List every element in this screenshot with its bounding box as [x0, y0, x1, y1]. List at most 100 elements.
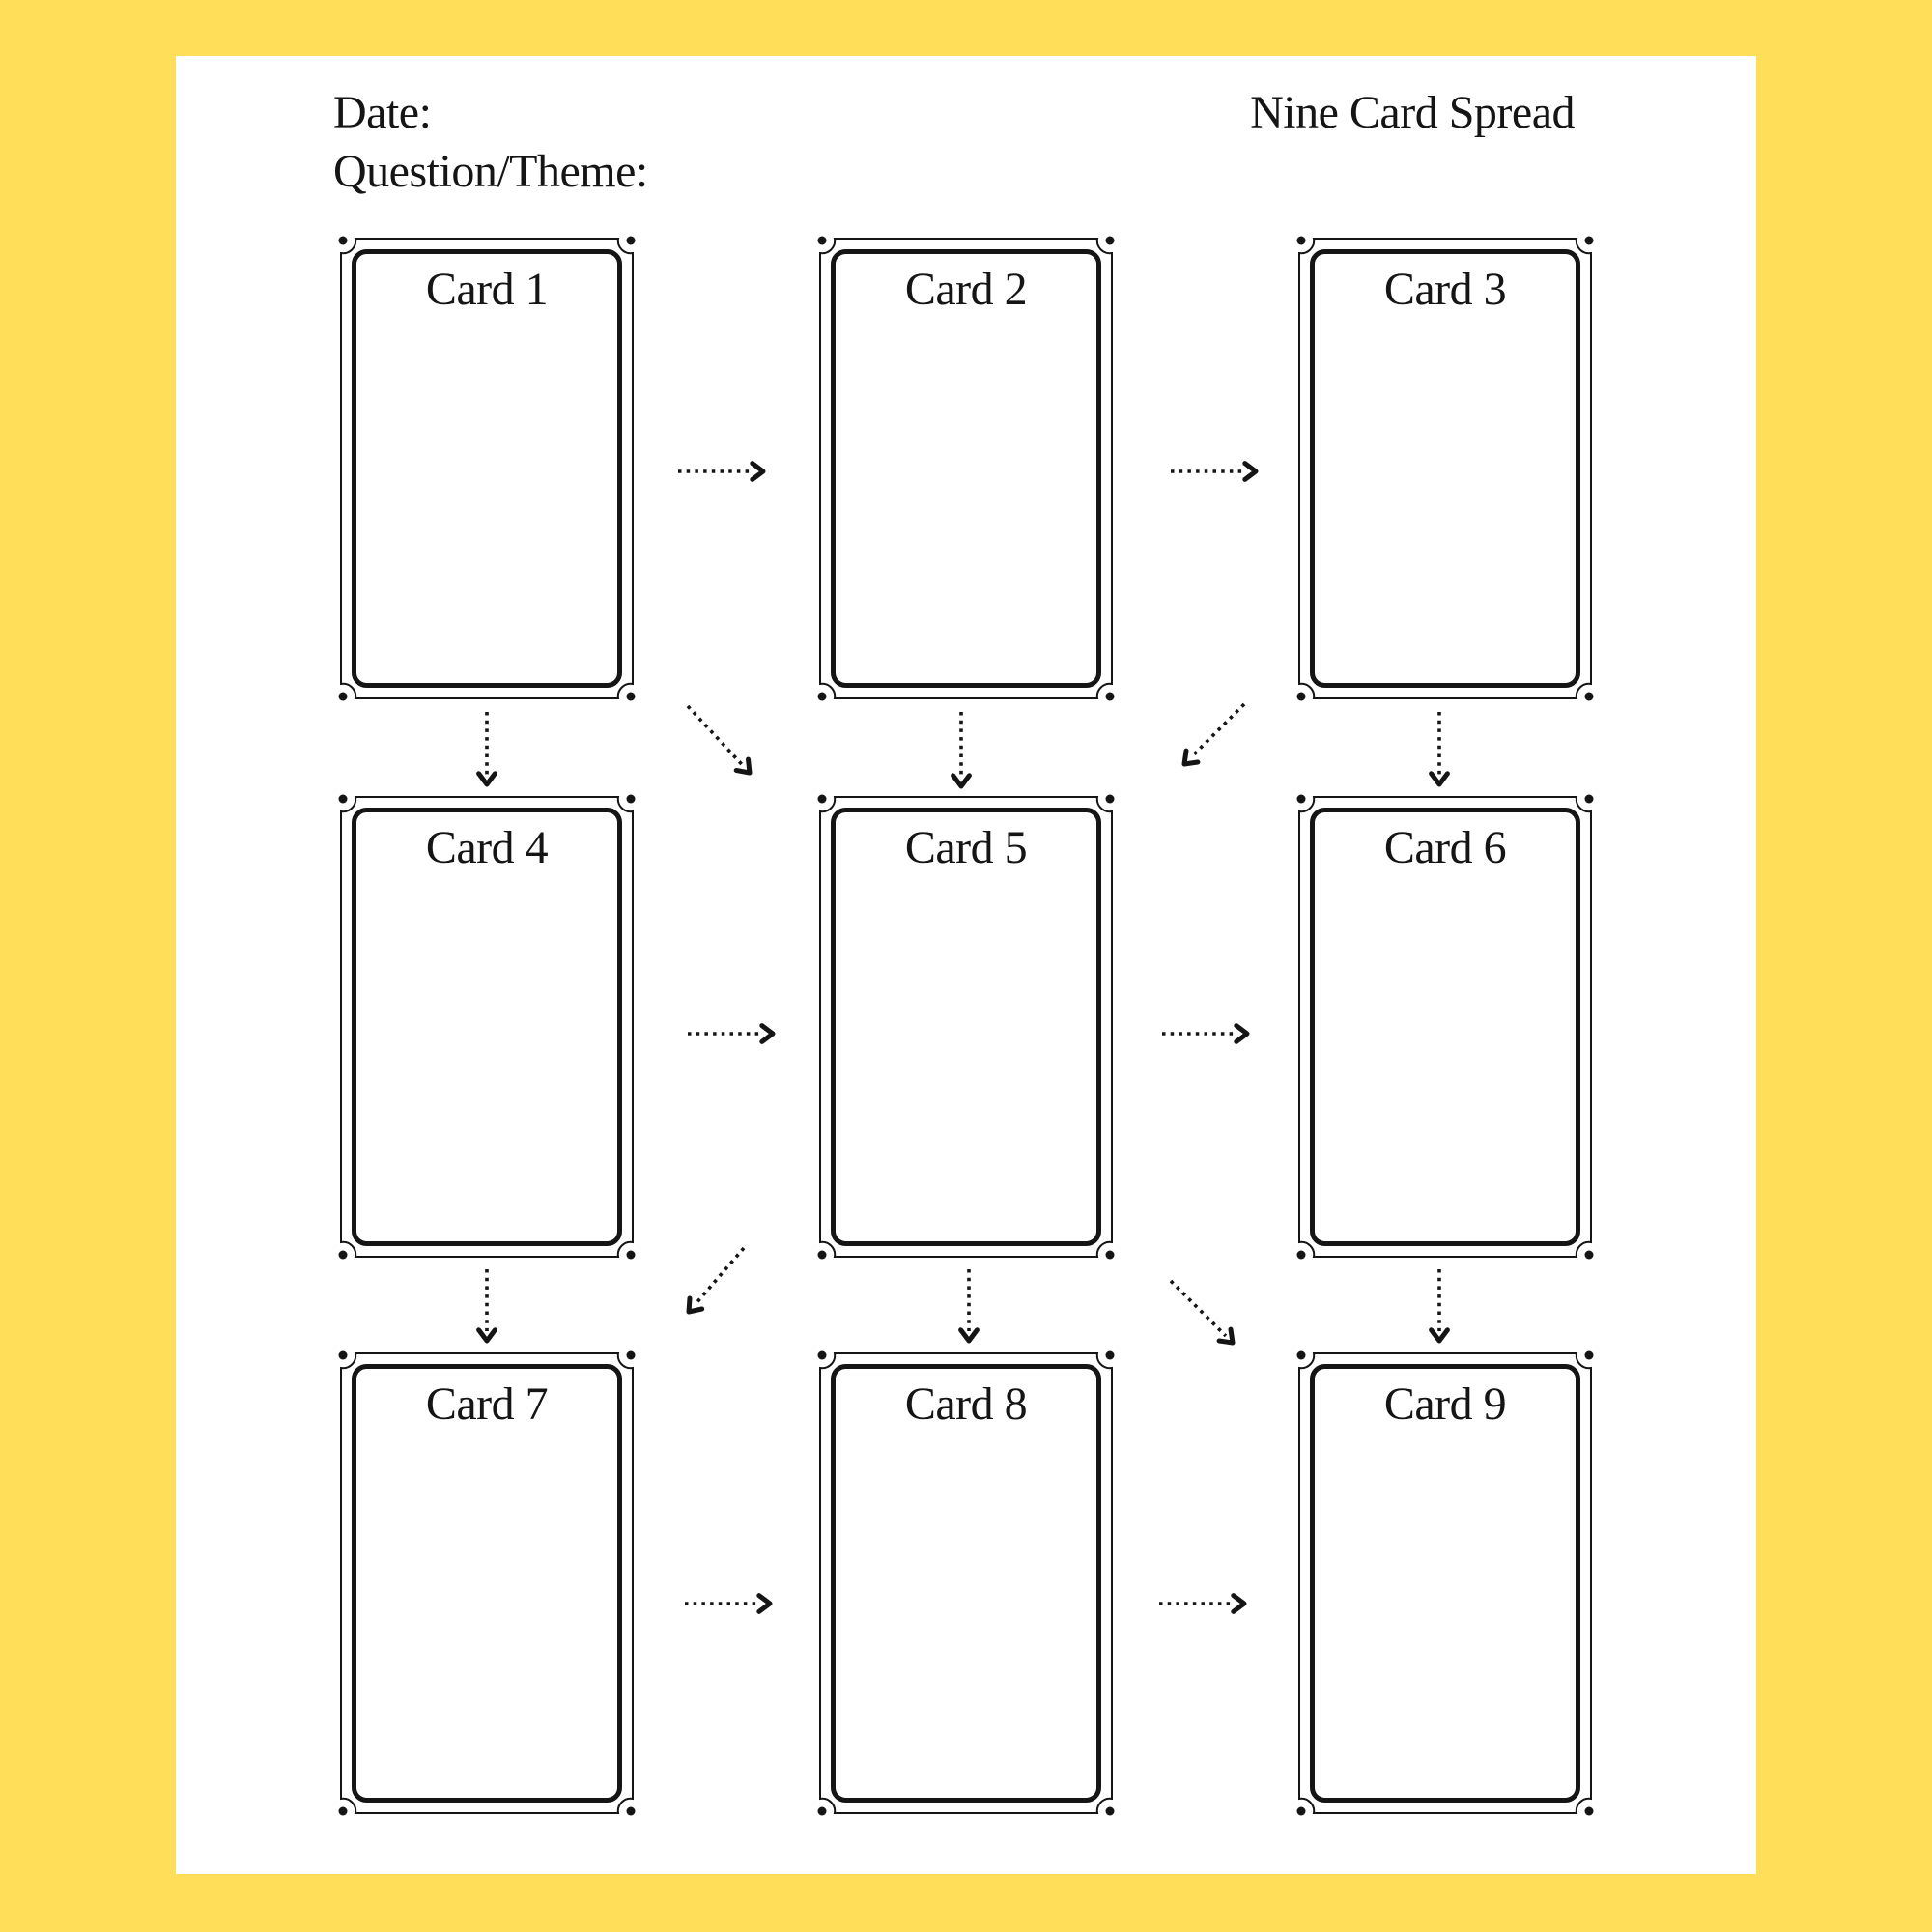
outer-border	[819, 238, 1113, 699]
corner-dot	[1296, 692, 1306, 701]
corner-dot	[1584, 1250, 1594, 1260]
arrowhead	[1429, 771, 1450, 787]
outer-border	[340, 238, 634, 699]
corner-dot	[338, 1350, 348, 1360]
inner-border	[352, 1364, 622, 1803]
card-frame	[338, 236, 636, 701]
card-slot-5: Card 5	[813, 790, 1119, 1264]
arrowhead	[958, 1327, 980, 1344]
arrowhead	[733, 756, 753, 776]
card-label: Card 2	[904, 264, 1028, 315]
card-frame	[817, 794, 1115, 1260]
corner-dot	[1296, 1350, 1306, 1360]
corner-dot	[338, 1250, 348, 1260]
corner-dot	[626, 1250, 636, 1260]
card-frame	[1296, 1350, 1594, 1816]
corner-dot	[1105, 1350, 1115, 1360]
arrow-card5-to-card6	[1162, 1023, 1250, 1044]
corner-dot	[817, 1806, 827, 1816]
inner-border	[831, 249, 1101, 688]
corner-dot	[338, 692, 348, 701]
card-label: Card 1	[425, 264, 549, 315]
corner-dot	[817, 1350, 827, 1360]
inner-border	[1310, 1364, 1580, 1803]
inner-border	[1310, 808, 1580, 1246]
card-frame	[817, 236, 1115, 701]
outer-border	[1298, 238, 1592, 699]
arrowhead	[1429, 1327, 1450, 1344]
corner-dot	[1584, 1806, 1594, 1816]
arrow-card2-to-card3	[1171, 461, 1259, 482]
corner-dot	[626, 692, 636, 701]
card-slot-3: Card 3	[1293, 232, 1598, 705]
arrow-card5-to-card7	[686, 1246, 746, 1315]
arrow-card5-to-card9	[1169, 1279, 1236, 1346]
inner-border	[831, 808, 1101, 1246]
arrow-card1-to-card4	[476, 712, 497, 787]
corner-dot	[1105, 236, 1115, 245]
card-label: Card 9	[1383, 1378, 1507, 1430]
arrowhead	[1234, 1023, 1250, 1044]
arrow-card3-to-card6	[1429, 712, 1450, 787]
worksheet-page: Date: Question/Theme: Nine Card Spread C…	[176, 56, 1756, 1874]
corner-dot	[1105, 1250, 1115, 1260]
arrow-card2-to-card5	[951, 712, 972, 789]
outer-border	[1298, 1352, 1592, 1814]
arrow-card8-to-card9	[1159, 1593, 1247, 1614]
card-label: Card 8	[904, 1378, 1028, 1430]
card-frame	[338, 1350, 636, 1816]
card-label: Card 3	[1383, 264, 1507, 315]
card-slot-8: Card 8	[813, 1347, 1119, 1820]
card-slot-2: Card 2	[813, 232, 1119, 705]
corner-dot	[1584, 236, 1594, 245]
arrow-card7-to-card8	[685, 1593, 773, 1614]
arrowhead	[951, 773, 972, 789]
corner-dot	[1584, 692, 1594, 701]
card-frame	[817, 1350, 1115, 1816]
arrow-card1-to-card2	[678, 461, 766, 482]
question-theme-label: Question/Theme:	[333, 146, 648, 197]
arrow-card4-to-card7	[476, 1269, 497, 1344]
card-label: Card 7	[425, 1378, 549, 1430]
corner-dot	[626, 1350, 636, 1360]
arrows-layer	[476, 461, 1450, 1614]
arrowhead	[1242, 461, 1259, 482]
card-label: Card 6	[1383, 822, 1507, 873]
corner-dot	[1584, 794, 1594, 804]
corner-dot	[626, 236, 636, 245]
corner-dot	[626, 794, 636, 804]
date-label: Date:	[333, 87, 432, 138]
corner-dot	[817, 692, 827, 701]
arrowhead	[686, 1295, 705, 1315]
card-frame	[1296, 236, 1594, 701]
arrow-card4-to-card5	[688, 1023, 776, 1044]
corner-dot	[1296, 794, 1306, 804]
card-slot-9: Card 9	[1293, 1347, 1598, 1820]
inner-border	[352, 808, 622, 1246]
card-label: Card 4	[425, 822, 549, 873]
arrowhead	[1216, 1326, 1236, 1346]
corner-dot	[1296, 236, 1306, 245]
outer-border	[819, 1352, 1113, 1814]
card-slot-7: Card 7	[334, 1347, 639, 1820]
corner-dot	[817, 1250, 827, 1260]
arrow-card6-to-card9	[1429, 1269, 1450, 1344]
inner-border	[352, 249, 622, 688]
arrowhead	[759, 1023, 776, 1044]
corner-dot	[626, 1806, 636, 1816]
arrowhead	[1231, 1593, 1247, 1614]
card-slot-4: Card 4	[334, 790, 639, 1264]
card-label: Card 5	[904, 822, 1028, 873]
corner-dot	[1296, 1250, 1306, 1260]
outer-border	[1298, 796, 1592, 1258]
corner-dot	[338, 1806, 348, 1816]
corner-dot	[338, 236, 348, 245]
corner-dot	[1105, 1806, 1115, 1816]
outer-border	[340, 796, 634, 1258]
inner-border	[831, 1364, 1101, 1803]
outer-border	[819, 796, 1113, 1258]
corner-dot	[1105, 794, 1115, 804]
card-frame	[338, 794, 636, 1260]
corner-dot	[817, 794, 827, 804]
